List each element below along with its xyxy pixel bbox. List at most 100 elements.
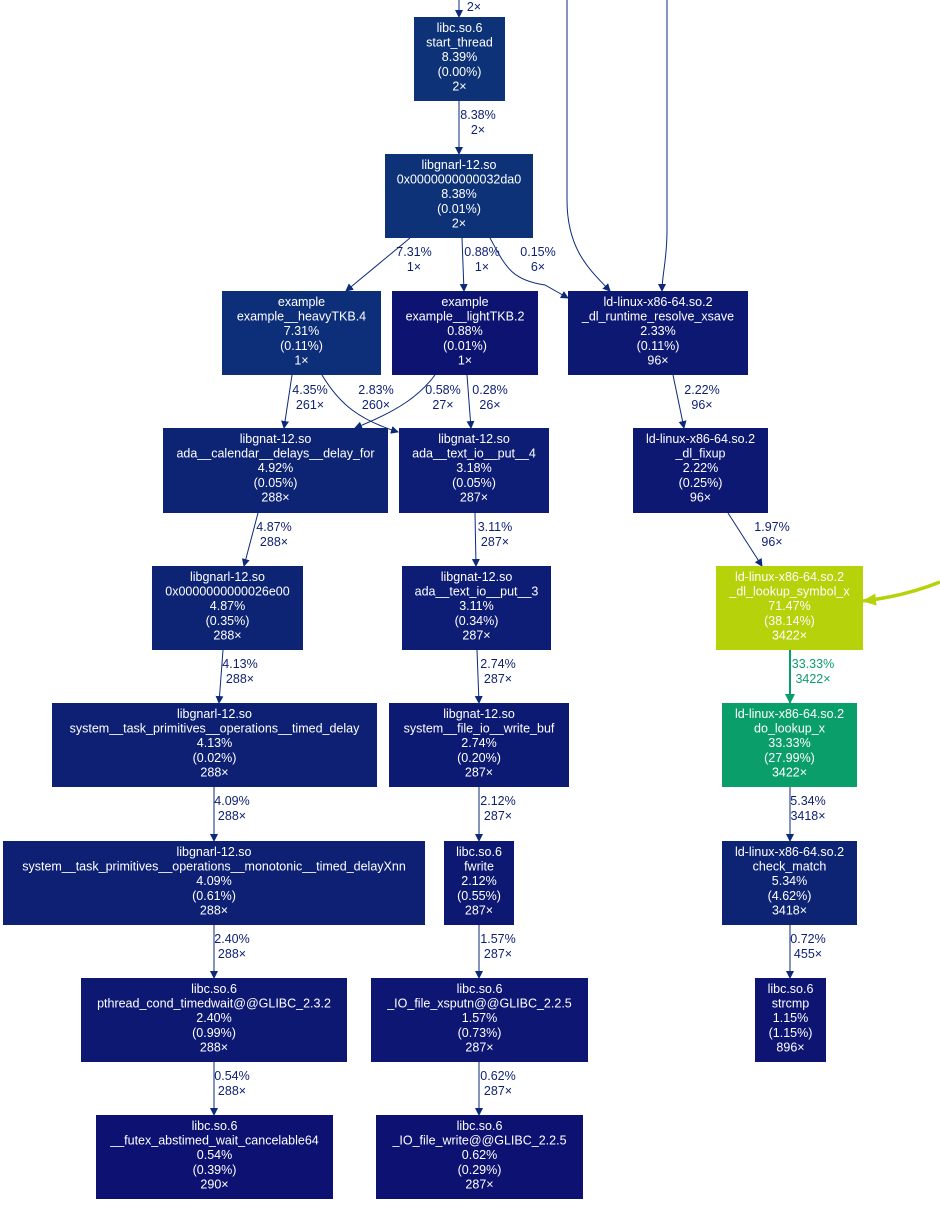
node-total-percent: 0.88% <box>447 324 482 338</box>
node-calls-label: 288× <box>213 628 241 642</box>
node-calls-label: 288× <box>200 903 228 917</box>
node-dl_runtime[interactable]: ld-linux-x86-64.so.2_dl_runtime_resolve_… <box>568 291 748 375</box>
edge-line <box>474 649 483 704</box>
edge-percent-label: 2.83% <box>358 383 393 397</box>
edge-libgnarl_32da0-to-lightTKB: 0.88%1× <box>459 237 500 292</box>
edge-percent-label: 4.09% <box>214 794 249 808</box>
edge-calls-label: 288× <box>226 672 254 686</box>
edge-line <box>566 0 611 292</box>
edge-percent-label: 0.54% <box>214 1069 249 1083</box>
node-file_write[interactable]: libc.so.6_IO_file_write@@GLIBC_2.2.50.62… <box>376 1115 583 1199</box>
edge-calls-label: 27× <box>432 398 453 412</box>
node-function-label: 0x0000000000032da0 <box>397 173 521 187</box>
node-do_lookup[interactable]: ld-linux-x86-64.so.2do_lookup_x33.33%(27… <box>722 703 857 787</box>
node-module-label: libgnarl-12.so <box>190 570 265 584</box>
node-module-label: example <box>278 295 325 309</box>
node-function-label: fwrite <box>464 860 494 874</box>
edge-xsputn-to-file_write: 0.62%287× <box>475 1062 516 1116</box>
node-put_4[interactable]: libgnat-12.soada__text_io__put__43.18%(0… <box>399 428 549 513</box>
node-calls-label: 2× <box>452 79 466 93</box>
node-total-percent: 4.13% <box>197 736 232 750</box>
node-module-label: libc.so.6 <box>768 982 814 996</box>
node-total-percent: 2.33% <box>640 324 675 338</box>
edge-dl_lookup_symbol-to-do_lookup: 33.33%3422× <box>785 650 834 704</box>
edge-above-to-dl_runtime <box>658 0 668 292</box>
edge-above-to-start_thread: 2× <box>455 0 481 18</box>
node-calls-label: 287× <box>465 1040 493 1054</box>
node-box <box>444 841 514 925</box>
node-self-percent: (0.05%) <box>452 476 496 490</box>
edge-calls-label: 96× <box>761 535 782 549</box>
node-module-label: libgnat-12.so <box>441 570 513 584</box>
node-module-label: ld-linux-x86-64.so.2 <box>646 432 755 446</box>
node-futex[interactable]: libc.so.6__futex_abstimed_wait_cancelabl… <box>96 1115 333 1199</box>
edge-percent-label: 0.62% <box>480 1069 515 1083</box>
node-xsputn[interactable]: libc.so.6_IO_file_xsputn@@GLIBC_2.2.51.5… <box>371 978 588 1062</box>
node-calls-label: 290× <box>200 1177 228 1191</box>
edge-line <box>672 374 687 429</box>
node-module-label: libgnat-12.so <box>443 707 515 721</box>
edge-libgnarl_26e00-to-timed_delay: 4.13%288× <box>215 649 258 704</box>
edge-line <box>658 0 668 292</box>
node-module-label: libc.so.6 <box>191 982 237 996</box>
edge-calls-label: 26× <box>479 398 500 412</box>
edge-calls-label: 288× <box>260 535 288 549</box>
node-self-percent: (0.29%) <box>458 1163 502 1177</box>
node-self-percent: (0.00%) <box>438 65 482 79</box>
node-cond_timedwait[interactable]: libc.so.6pthread_cond_timedwait@@GLIBC_2… <box>81 978 347 1062</box>
edge-percent-label: 2.40% <box>214 932 249 946</box>
edge-put_3-to-write_buf: 2.74%287× <box>474 649 516 704</box>
node-module-label: libgnat-12.so <box>240 432 312 446</box>
edge-heavyTKB-to-delay_for: 4.35%261× <box>281 374 328 429</box>
edge-start_thread-to-libgnarl_32da0: 8.38%2× <box>455 101 496 155</box>
edge-percent-label: 0.28% <box>472 383 507 397</box>
node-total-percent: 4.09% <box>196 874 231 888</box>
node-timed_delay[interactable]: libgnarl-12.sosystem__task_primitives__o… <box>52 703 377 787</box>
node-write_buf[interactable]: libgnat-12.sosystem__file_io__write_buf2… <box>389 703 569 787</box>
node-self-percent: (0.99%) <box>192 1026 236 1040</box>
node-dl_fixup[interactable]: ld-linux-x86-64.so.2_dl_fixup2.22%(0.25%… <box>633 428 768 513</box>
node-total-percent: 8.39% <box>442 50 477 64</box>
node-module-label: ld-linux-x86-64.so.2 <box>603 295 712 309</box>
edge-libgnarl_32da0-to-dl_runtime: 0.15%6× <box>489 237 569 299</box>
node-total-percent: 0.62% <box>462 1148 497 1162</box>
node-self-percent: (0.02%) <box>193 751 237 765</box>
edge-lightTKB-to-put_4: 0.28%26× <box>466 374 508 429</box>
node-module-label: ld-linux-x86-64.so.2 <box>735 570 844 584</box>
node-function-label: start_thread <box>426 36 493 50</box>
node-calls-label: 96× <box>647 353 668 367</box>
edge-percent-label: 4.87% <box>256 520 291 534</box>
node-function-label: _dl_lookup_symbol_x <box>728 585 850 599</box>
node-function-label: example__lightTKB.2 <box>406 310 525 324</box>
edge-check_match-to-strcmp: 0.72%455× <box>786 925 826 979</box>
node-libgnarl_32da0[interactable]: libgnarl-12.so0x0000000000032da08.38%(0.… <box>385 154 533 238</box>
node-put_3[interactable]: libgnat-12.soada__text_io__put__33.11%(0… <box>402 566 551 650</box>
node-calls-label: 287× <box>465 903 493 917</box>
edges-layer: 2×8.38%2×7.31%1×0.88%1×0.15%6×4.35%261×2… <box>210 0 940 1116</box>
edge-line <box>459 237 468 292</box>
node-delay_for[interactable]: libgnat-12.soada__calendar__delays__dela… <box>163 428 388 513</box>
node-self-percent: (0.55%) <box>457 889 501 903</box>
node-function-label: ada__text_io__put__4 <box>412 447 536 461</box>
node-function-label: ada__calendar__delays__delay_for <box>176 447 374 461</box>
node-module-label: libc.so.6 <box>457 1119 503 1133</box>
node-self-percent: (0.73%) <box>458 1026 502 1040</box>
node-calls-label: 288× <box>200 765 228 779</box>
node-check_match[interactable]: ld-linux-x86-64.so.2check_match5.34%(4.6… <box>722 841 857 925</box>
node-box <box>722 841 857 925</box>
edge-calls-label: 287× <box>484 947 512 961</box>
edge-percent-label: 2.22% <box>684 383 719 397</box>
node-monotonic[interactable]: libgnarl-12.sosystem__task_primitives__o… <box>3 841 425 925</box>
node-dl_lookup_symbol[interactable]: ld-linux-x86-64.so.2_dl_lookup_symbol_x7… <box>716 566 863 650</box>
node-libgnarl_26e00[interactable]: libgnarl-12.so0x0000000000026e004.87%(0.… <box>152 566 303 650</box>
node-total-percent: 0.54% <box>197 1148 232 1162</box>
edge-line <box>489 237 569 299</box>
edge-put_4-to-put_3: 3.11%287× <box>471 512 512 567</box>
node-calls-label: 287× <box>465 1177 493 1191</box>
